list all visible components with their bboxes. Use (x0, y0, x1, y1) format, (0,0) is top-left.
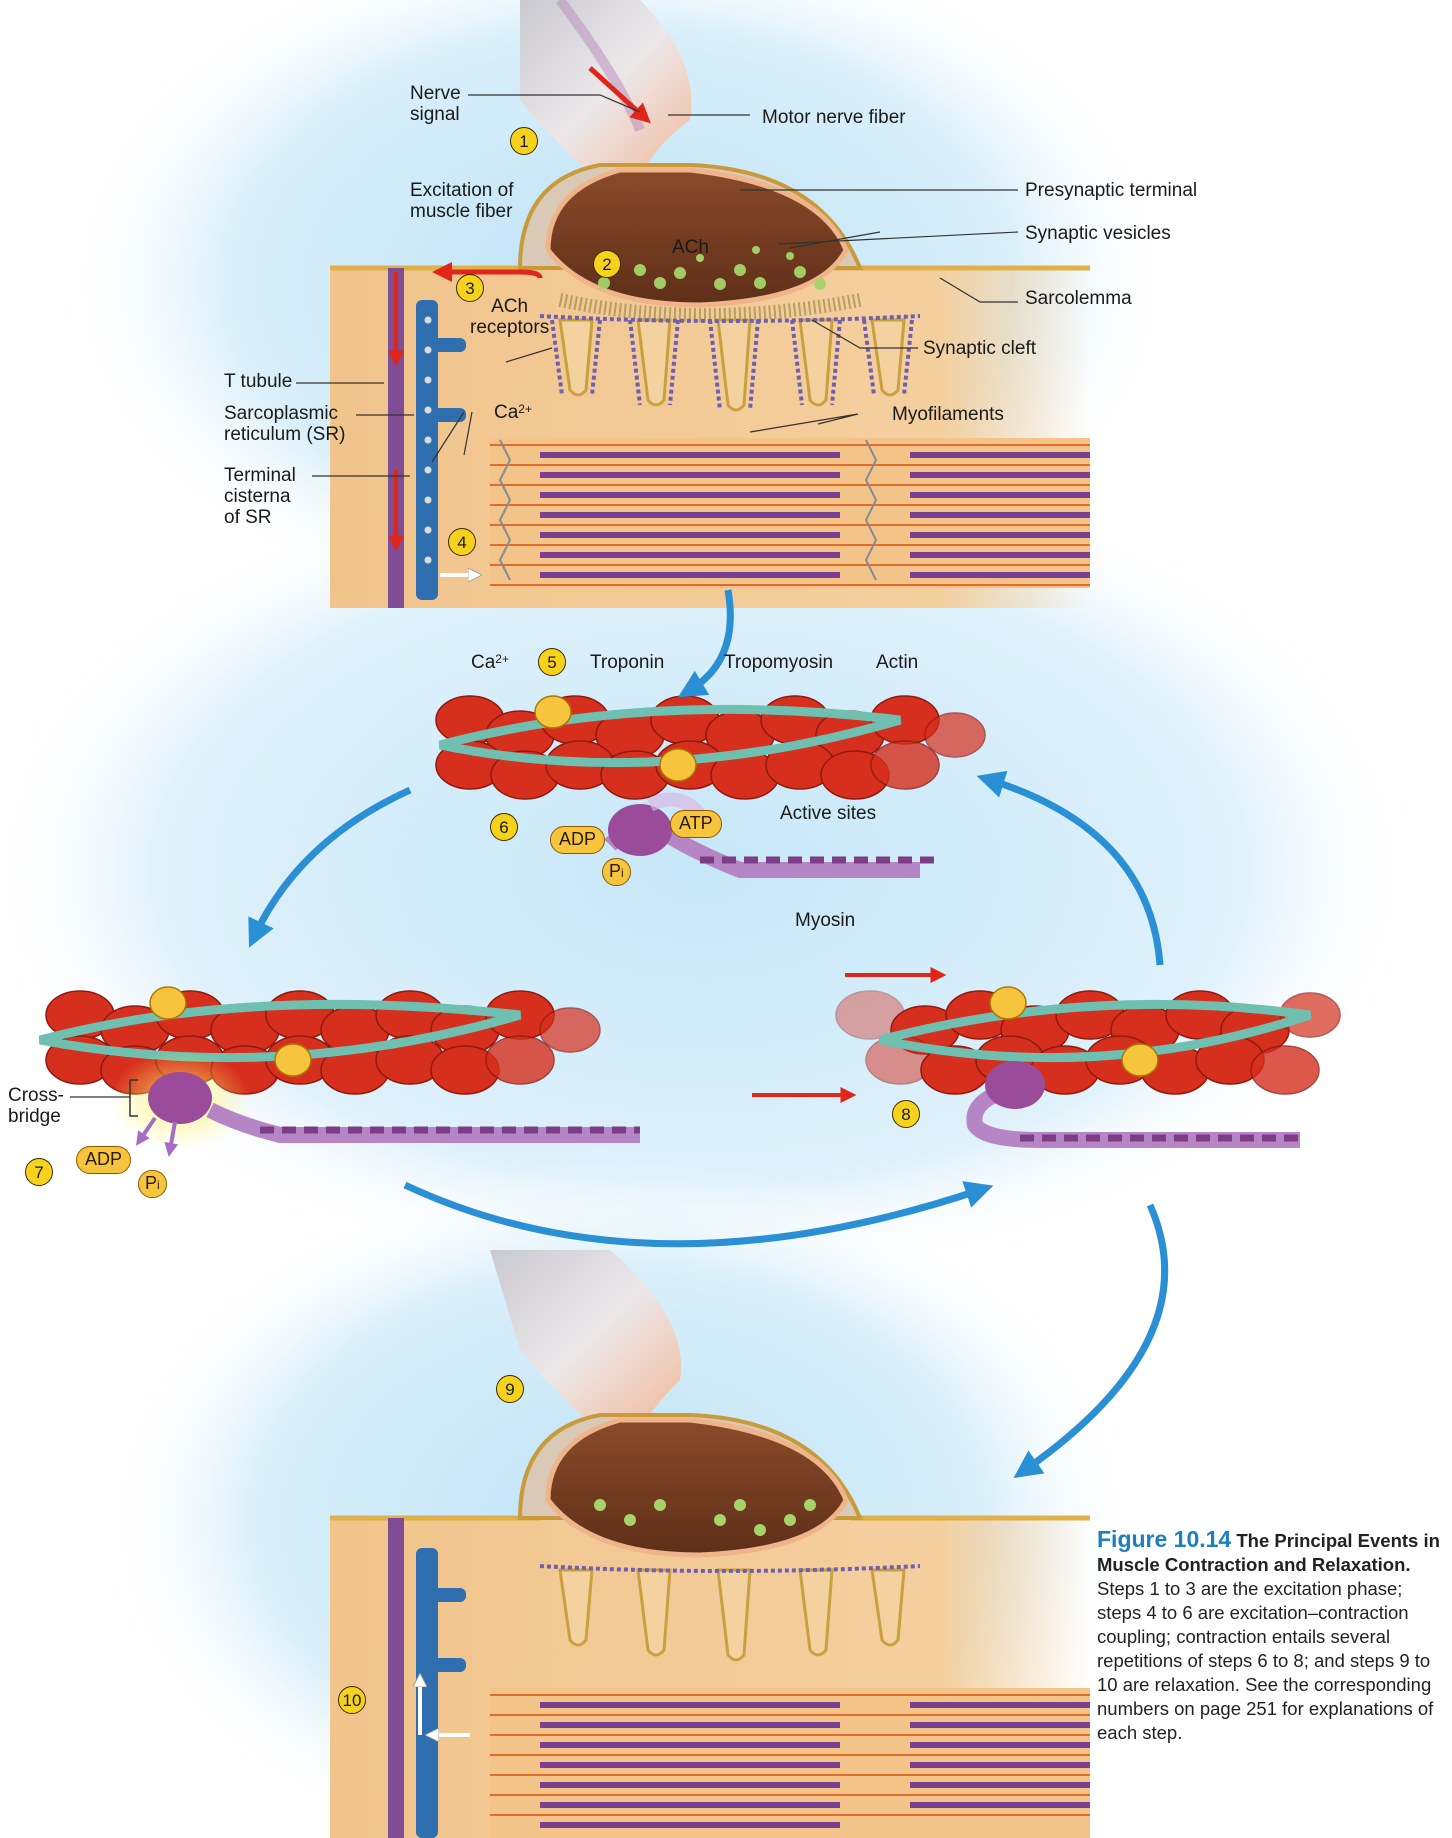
badge-pi-step6: Pi (602, 858, 631, 886)
step-2-badge: 2 (593, 250, 621, 278)
caption-body: Steps 1 to 3 are the excitation phase; s… (1097, 1578, 1433, 1743)
label-ca-top: Ca2+ (494, 402, 532, 423)
label-sarcolemma: Sarcolemma (1025, 288, 1132, 309)
badge-atp: ATP (670, 810, 722, 838)
label-troponin: Troponin (590, 652, 664, 673)
label-presynaptic-terminal: Presynaptic terminal (1025, 180, 1197, 201)
label-cross-bridge: Cross- bridge (8, 1085, 64, 1127)
step-9-badge: 9 (496, 1375, 524, 1403)
badge-adp-step7: ADP (76, 1146, 131, 1174)
step-5-badge: 5 (538, 648, 566, 676)
label-ach: ACh (672, 237, 709, 258)
step-7-badge: 7 (25, 1158, 53, 1186)
label-synaptic-vesicles: Synaptic vesicles (1025, 223, 1171, 244)
label-nerve-signal: Nerve signal (410, 83, 461, 125)
label-myosin: Myosin (795, 910, 855, 931)
label-tropomyosin: Tropomyosin (724, 652, 833, 673)
label-myofilaments: Myofilaments (892, 404, 1004, 425)
label-ca-step5: Ca2+ (471, 652, 509, 673)
badge-pi-step7: Pi (138, 1170, 167, 1198)
caption-figure-number: Figure 10.14 (1097, 1526, 1231, 1552)
label-excitation-of-muscle-fiber: Excitation of muscle fiber (410, 180, 514, 222)
label-actin: Actin (876, 652, 918, 673)
label-t-tubule: T tubule (224, 371, 292, 392)
badge-adp-step6: ADP (550, 826, 605, 854)
label-ach-receptors: ACh receptors (470, 296, 549, 338)
label-active-sites: Active sites (780, 803, 876, 824)
step-1-badge: 1 (510, 127, 538, 155)
step-3-badge: 3 (456, 274, 484, 302)
figure-caption: Figure 10.14 The Principal Events in Mus… (1097, 1527, 1445, 1745)
label-synaptic-cleft: Synaptic cleft (923, 338, 1036, 359)
step-10-badge: 10 (338, 1686, 366, 1714)
label-sarcoplasmic-reticulum: Sarcoplasmic reticulum (SR) (224, 403, 345, 445)
step-6-badge: 6 (490, 813, 518, 841)
label-terminal-cisterna: Terminal cisterna of SR (224, 465, 296, 528)
label-motor-nerve-fiber: Motor nerve fiber (762, 107, 906, 128)
step-4-badge: 4 (448, 528, 476, 556)
step-8-badge: 8 (892, 1100, 920, 1128)
